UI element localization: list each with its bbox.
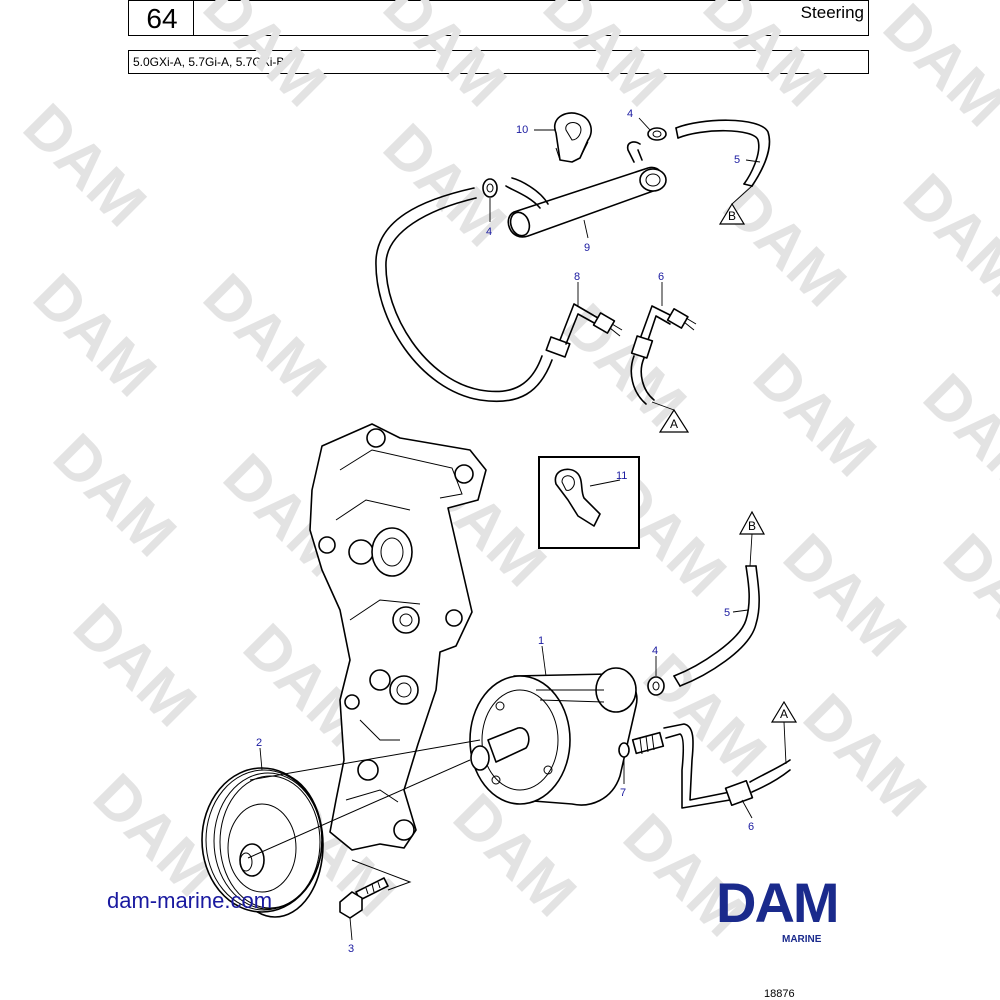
watermark: DAM (910, 361, 1000, 510)
page-number: 64 (146, 3, 178, 34)
part-4-hose-clamp-lower (647, 676, 665, 696)
connector-b-upper: B (718, 202, 746, 225)
callout-5: 5 (724, 607, 730, 619)
watermark: DAM (740, 341, 889, 490)
part-1-power-steering-pump (469, 667, 638, 806)
callout-2: 2 (256, 737, 262, 749)
leader-lines (259, 117, 787, 941)
callout-7: 7 (620, 787, 626, 799)
callout-4: 4 (486, 226, 492, 238)
inset-box-part-11 (538, 456, 640, 549)
watermark: DAM (190, 261, 339, 410)
connector-a-lower: A (770, 700, 798, 723)
part-7-o-ring (618, 742, 630, 758)
watermark: DAM (890, 161, 1000, 310)
part-3-bolt (339, 877, 389, 919)
watermark: DAM (870, 0, 1000, 140)
watermark: DAM (630, 641, 779, 790)
watermark: DAM (790, 681, 939, 830)
connector-b-lower: B (738, 510, 766, 535)
connector-label: B (748, 519, 756, 533)
part-6-hose-fitting-upper (630, 305, 697, 405)
engine-bracket (309, 423, 487, 851)
watermark: DAM (40, 421, 189, 570)
watermark: DAM (60, 591, 209, 740)
connector-label: A (670, 417, 678, 431)
assembly-line-pulley-upper (249, 739, 481, 781)
watermark: DAM (190, 0, 339, 120)
part-4-hose-clamp-upper-right (647, 127, 667, 141)
callout-numbers: 10 4 5 4 9 8 6 11 1 4 5 2 7 6 3 (256, 108, 754, 955)
watermark: DAM (370, 0, 519, 120)
callout-4: 4 (652, 645, 658, 657)
drawing-number: 18876 (764, 988, 795, 1000)
watermark: DAM (930, 521, 1000, 670)
callout-10: 10 (516, 124, 528, 136)
callout-9: 9 (584, 242, 590, 254)
assembly-line-pulley-pump (247, 759, 471, 859)
page-number-box: 64 (128, 0, 194, 36)
callout-4: 4 (627, 108, 633, 120)
callout-11: 11 (616, 470, 627, 482)
part-9-cooler-tube (505, 141, 667, 238)
callout-1: 1 (538, 635, 544, 647)
part-10-clamp (553, 112, 592, 163)
connector-a-upper: A (658, 408, 690, 433)
part-5-return-hose-upper (675, 119, 771, 187)
connector-label: A (780, 707, 788, 721)
watermark: DAM (710, 171, 859, 320)
dam-marine-logo: DAM MARINE (716, 871, 840, 945)
part-4-hose-clamp-upper-left (482, 178, 498, 198)
watermark: DAM (20, 261, 169, 410)
part-2-pulley (201, 767, 324, 918)
watermark-layer: DAM DAM DAM DAM DAM DAM DAM DAM DAM DAM … (10, 0, 1000, 950)
section-title: Steering (800, 3, 864, 22)
assembly-line-bolt (351, 859, 412, 891)
brand-logo-subtext: MARINE (782, 934, 822, 945)
part-6-pressure-line-lower (631, 723, 791, 809)
part-5-return-hose-lower (673, 565, 760, 687)
callout-3: 3 (348, 943, 354, 955)
watermark: DAM (530, 0, 679, 120)
watermark: DAM (10, 91, 159, 240)
part-8-hose-fitting (545, 303, 623, 358)
callout-5: 5 (734, 154, 740, 166)
model-list-box: 5.0GXi-A, 5.7Gi-A, 5.7GXi-B (128, 50, 869, 74)
part-8-hose-long (375, 187, 553, 403)
callout-6: 6 (658, 271, 664, 283)
section-title-box: Steering (193, 0, 869, 36)
watermark: DAM (690, 0, 839, 120)
brand-logo-text: DAM (716, 871, 838, 934)
connector-label: B (728, 209, 736, 223)
watermark: DAM (770, 521, 919, 670)
callout-8: 8 (574, 271, 580, 283)
website-link[interactable]: dam-marine.com (107, 888, 273, 913)
callout-6: 6 (748, 821, 754, 833)
model-list: 5.0GXi-A, 5.7Gi-A, 5.7GXi-B (133, 55, 285, 69)
